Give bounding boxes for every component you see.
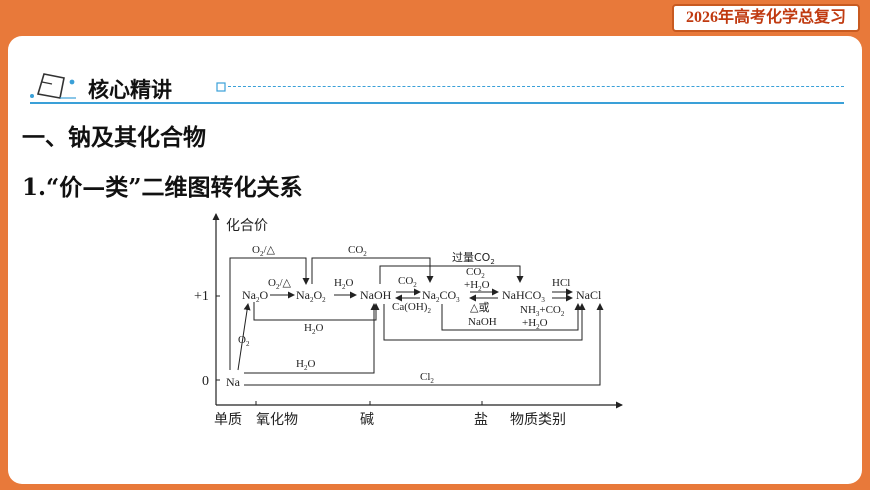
label-naoh-b: NaOH [468,316,497,328]
label-heat-or: △或 [470,301,489,314]
label-nh3-co2: NH3+CO2 [520,304,565,318]
x-cat-element: 单质 [214,412,242,428]
species-na2co3: Na2CO3 [422,288,460,304]
species-nahco3: NaHCO3 [502,288,545,304]
top-bar: 2026年高考化学总复习 [0,0,870,36]
square-marker-icon [216,82,226,92]
x-cat-base: 碱 [360,412,374,428]
x-cat-oxide: 氧化物 [256,412,298,428]
label-co2-top: CO2 [348,244,367,258]
species-na2o2: Na2O2 [296,288,326,304]
label-plus-h2o: +H2O [464,279,490,293]
section-header: 核心精讲 [30,72,850,104]
heading-valence-class: 1.“价—类”二维图转化关系 [22,174,303,201]
label-o2-heat-top: O2/△ [252,244,276,258]
y-axis-label: 化合价 [226,218,268,234]
species-na: Na [226,375,241,389]
species-na2o: Na2O [242,288,269,304]
label-co2-mid: CO2 [398,275,417,289]
label-h2o-a: H2O [334,277,353,291]
course-badge: 2026年高考化学总复习 [671,4,860,32]
dashed-rule [228,86,844,87]
label-h2o-na: H2O [296,358,315,372]
valence-class-diagram: 化合价 +1 0 单质 氧化物 碱 盐 物质类别 Na Na2O Na2O2 N… [194,213,623,428]
section-title: 核心精讲 [88,78,172,102]
y-tick-0: 0 [202,374,209,389]
label-o2-heat-mid: O2/△ [268,277,292,291]
label-h2o-bottom: H2O [304,322,323,336]
label-o2-left: O2 [238,334,250,348]
species-naoh: NaOH [360,288,392,302]
notebook-icon [30,73,76,99]
species-nacl: NaCl [576,288,602,302]
heading-sodium-compounds: 一、钠及其化合物 [22,125,206,151]
x-cat-salt: 盐 [474,412,488,428]
section-underline [30,102,844,104]
label-hcl: HCl [552,277,570,289]
y-tick-plus1: +1 [194,289,209,304]
label-nh3-h2o: +H2O [522,317,548,331]
label-co2-h2o: CO2 [466,266,485,280]
label-caoh2: Ca(OH)2 [392,301,431,315]
label-excess-co2: 过量CO2 [452,251,495,266]
x-axis-label: 物质类别 [510,412,566,428]
label-cl2: Cl2 [420,371,434,385]
content-card: 核心精讲 [8,36,862,484]
